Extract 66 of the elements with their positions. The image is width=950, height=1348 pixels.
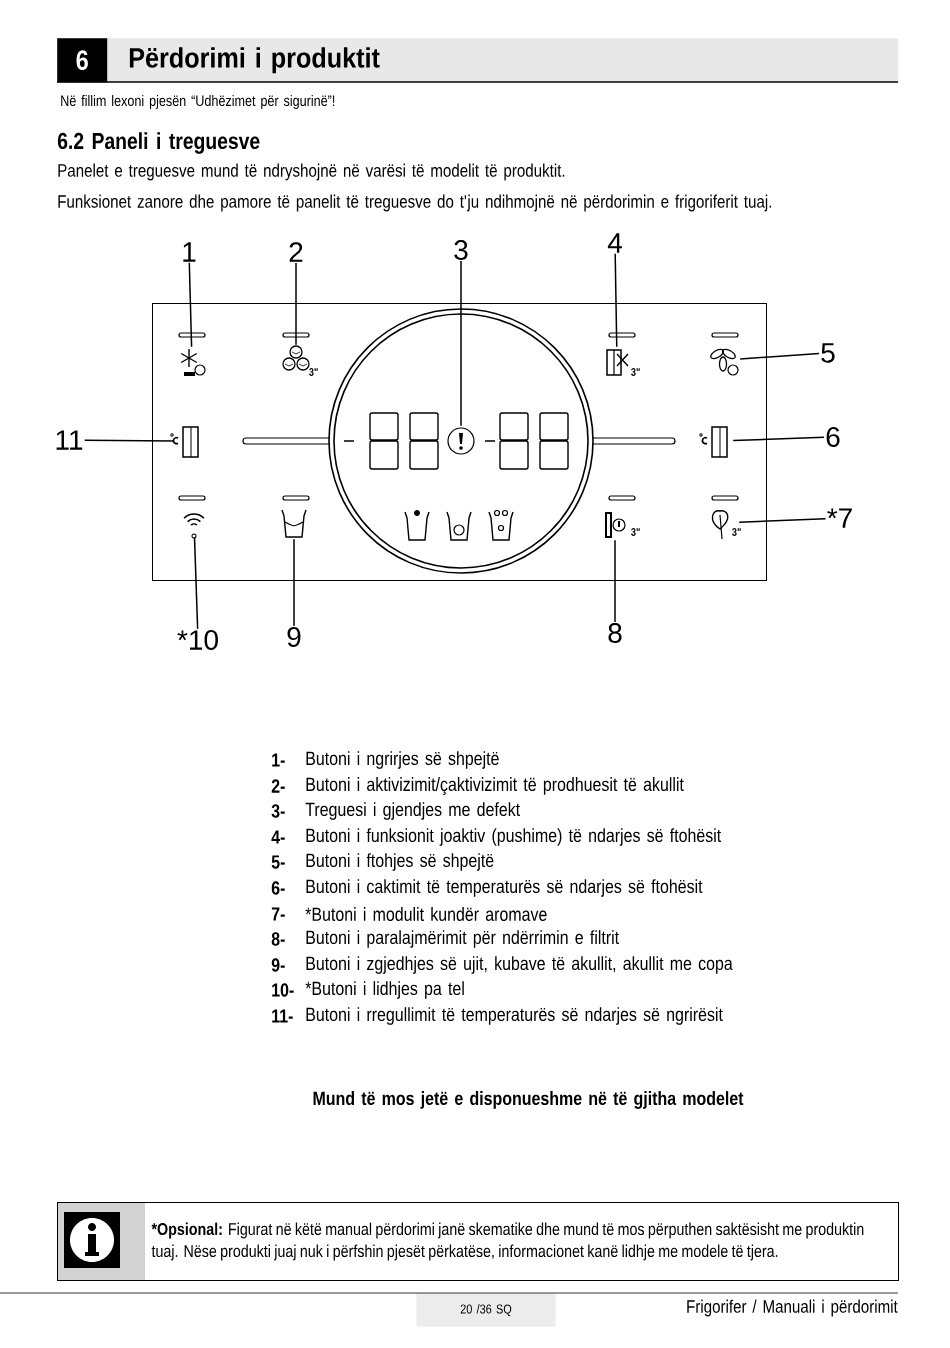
warning-icon xyxy=(447,427,475,455)
availability-note: Mund të mos jetë e disponueshme në të gjitha modelet xyxy=(313,1091,744,1109)
item-text: Treguesi i gjendjes me defekt xyxy=(305,802,520,820)
ice-cubes-icon xyxy=(282,345,310,371)
item-text: Butoni i rregullimit të temperaturës së ndarjes së ngrirësit xyxy=(306,1007,723,1025)
item-number: 2- xyxy=(271,779,285,793)
item-number: 10- xyxy=(272,983,294,997)
leader-line xyxy=(732,436,825,442)
item-text: Butoni i funksionit joaktiv (pushime) të ndarjes së ftohësit xyxy=(306,828,722,846)
item-number: 6- xyxy=(271,881,285,895)
callout-number: 5 xyxy=(821,343,835,363)
leader-line xyxy=(739,352,820,360)
footer-text: Frigorifer / Manuali i përdorimit xyxy=(687,1299,898,1317)
paragraph: Panelet e treguesve mund të ndryshojnë në varësi të modelit të produktit. xyxy=(58,163,565,181)
callout-number: 6 xyxy=(826,427,840,447)
item-number: 11- xyxy=(272,1009,293,1023)
chapter-number: 6 xyxy=(57,38,108,83)
item-number: 8- xyxy=(271,932,285,946)
callout-number: 3 xyxy=(454,240,468,260)
timer-mark: 3" xyxy=(631,368,640,376)
door-icon xyxy=(606,349,629,376)
leader-line xyxy=(193,536,199,630)
leader-line xyxy=(614,253,618,348)
thermometer-box-icon xyxy=(170,426,199,458)
item-number: 3- xyxy=(271,804,285,818)
filter-icon xyxy=(605,512,626,538)
leader-line xyxy=(295,262,297,346)
item-number: 4- xyxy=(271,830,285,844)
timer-mark: 3" xyxy=(732,528,741,536)
item-text: *Butoni i lidhjes pa tel xyxy=(305,981,464,999)
callout-number: 2 xyxy=(289,242,303,262)
timer-mark: 3" xyxy=(631,528,640,536)
leader-line xyxy=(293,538,295,627)
thermometer-box-icon xyxy=(699,426,728,458)
item-text: Butoni i zgjedhjes së ujit, kubave të akullit, akullit me copa xyxy=(306,956,733,974)
snowflake-icon xyxy=(180,348,206,376)
item-text: Butoni i ngrirjes së shpejtë xyxy=(306,751,499,769)
leader-line xyxy=(84,439,175,442)
page-number: 20 /36 SQ xyxy=(416,1293,556,1327)
item-number: 1- xyxy=(272,753,285,767)
callout-number: 9 xyxy=(287,627,301,647)
item-text: Butoni i caktimit të temperaturës së ndarjes së ftohësit xyxy=(306,879,703,897)
note-text: Në fillim lexoni pjesën “Udhëzimet për sigurinë”! xyxy=(61,95,335,109)
section-heading: 6.2 Paneli i treguesve xyxy=(57,132,260,154)
paragraph: Funksionet zanore dhe pamore të panelit të treguesve do t'ju ndihmojnë në përdorimin e frigoriferit tuaj. xyxy=(58,194,772,212)
callout-number: *7 xyxy=(827,508,852,528)
wifi-icon xyxy=(183,513,205,539)
leader-line xyxy=(460,260,462,427)
callout-number: 1 xyxy=(183,242,196,262)
cup-icon xyxy=(281,509,307,538)
item-text: Butoni i aktivizimit/çaktivizimit të prodhuesit të akullit xyxy=(306,777,684,795)
callout-number: *10 xyxy=(177,630,218,650)
leader-line xyxy=(614,539,616,623)
item-text: Butoni i ftohjes së shpejtë xyxy=(306,853,494,871)
leaf-icon xyxy=(711,510,729,540)
callout-number: 4 xyxy=(607,233,622,253)
item-text: Butoni i paralajmërimit për ndërrimin e filtrit xyxy=(306,930,619,948)
callout-number: 8 xyxy=(608,623,622,643)
fan-icon xyxy=(710,348,739,376)
timer-mark: 3" xyxy=(309,368,318,376)
callout-number: 11 xyxy=(56,430,83,450)
item-number: 5- xyxy=(271,855,285,869)
item-text: *Butoni i modulit kundër aromave xyxy=(305,907,547,921)
item-number: 7- xyxy=(271,907,285,921)
leader-line xyxy=(738,517,827,524)
item-number: 9- xyxy=(271,958,285,972)
